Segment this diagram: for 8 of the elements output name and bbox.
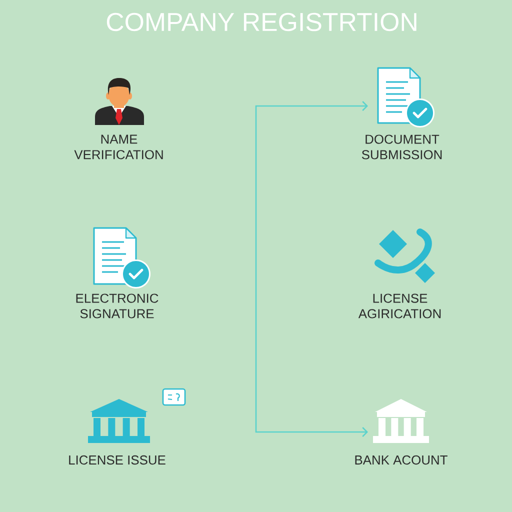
title: COMPANY REGISTRTION: [106, 12, 416, 32]
arrow: [255, 101, 368, 437]
icon-caption: LICENSE AGIRICATION: [358, 294, 441, 318]
icon-caption: LICENSE ISSUE: [69, 455, 166, 465]
icon-caption: NAME VERIFICATION: [74, 134, 163, 160]
icon-caption: BANK ACOUNT: [355, 455, 448, 465]
icon-caption: DOCUMENT SUBMISSION: [362, 134, 442, 160]
icon-caption: ELECTRONIC SIGNATURE: [76, 294, 158, 318]
